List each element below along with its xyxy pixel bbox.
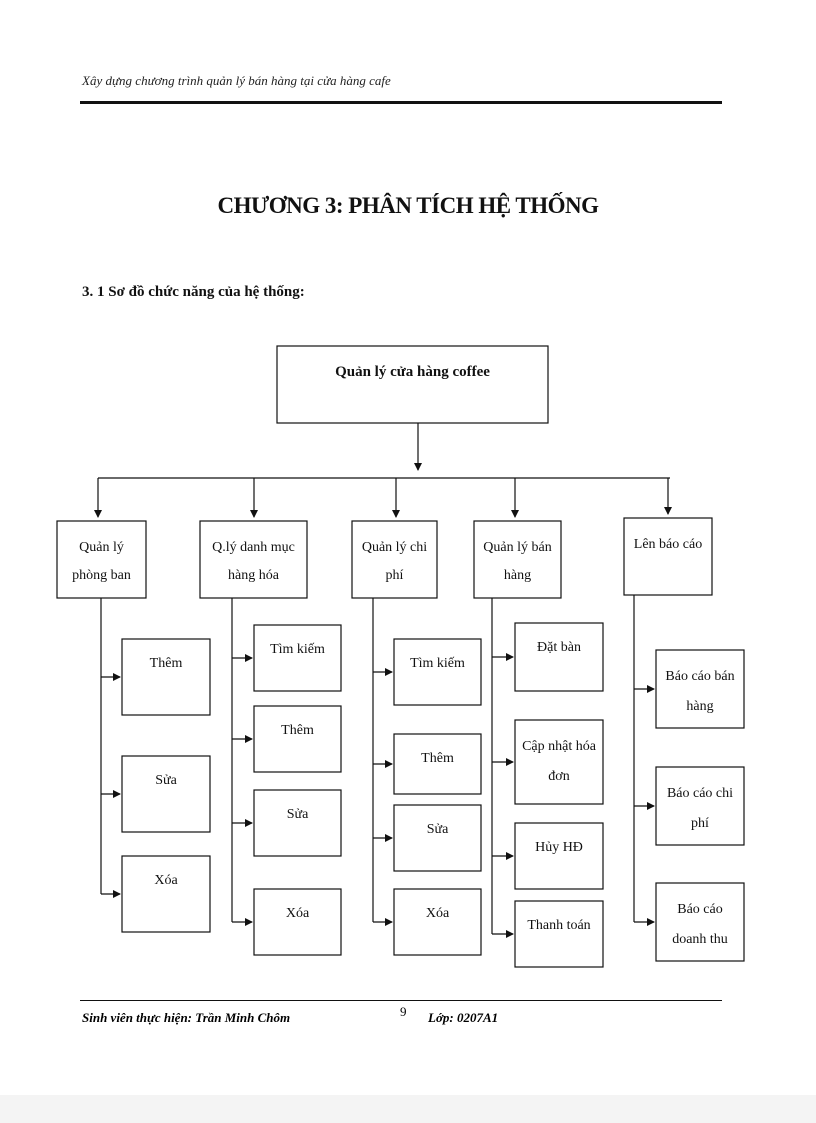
child-box: Tìm kiếm <box>393 638 482 706</box>
section-title: 3. 1 Sơ đồ chức năng của hệ thống: <box>82 284 305 300</box>
child-box-label: Sửa <box>155 773 177 788</box>
child-box-frame <box>253 624 342 692</box>
child-box: Xóa <box>253 888 342 956</box>
child-box-frame <box>514 622 604 692</box>
branch-box-4-label: Quản lý bán <box>483 540 551 555</box>
branch-box-5-label: Lên báo cáo <box>634 537 702 552</box>
child-box: Hủy HĐ <box>514 822 604 890</box>
child-box-frame <box>253 705 342 773</box>
child-box-frame <box>393 888 482 956</box>
child-box: Sửa <box>393 804 482 872</box>
child-box-label: Đặt bàn <box>537 640 581 655</box>
child-box-frame <box>253 789 342 857</box>
branch-box-1: Quản lý phòng ban <box>56 520 147 599</box>
root-box-label: Quản lý cửa hàng coffee <box>335 364 490 380</box>
header-rule <box>80 101 722 104</box>
footer-class: Lớp: 0207A1 <box>428 1010 499 1025</box>
child-box-frame <box>514 900 604 968</box>
child-box-label: Thêm <box>281 723 314 738</box>
branch-box-3-frame <box>351 520 438 599</box>
child-box: Đặt bàn <box>514 622 604 692</box>
child-box: Báo cáo bán hàng <box>655 649 745 729</box>
child-box-label: Tìm kiếm <box>270 642 325 657</box>
child-box-frame <box>655 882 745 962</box>
page-bottom-band <box>0 1095 816 1123</box>
child-box: Xóa <box>121 855 211 933</box>
root-box-frame <box>276 345 549 424</box>
child-box-label: Báo cáo bán <box>665 669 734 684</box>
child-box-label: Sửa <box>427 822 449 837</box>
child-box: Thêm <box>393 733 482 795</box>
branch-box-5-frame <box>623 517 713 596</box>
child-box: Tìm kiếm <box>253 624 342 692</box>
child-box-label: Sửa <box>287 807 309 822</box>
child-box-frame <box>121 638 211 716</box>
branch-box-4-label: hàng <box>504 568 531 583</box>
child-box: Thanh toán <box>514 900 604 968</box>
chapter-title: CHƯƠNG 3: PHÂN TÍCH HỆ THỐNG <box>217 193 599 218</box>
child-box: Báo cáo doanh thu <box>655 882 745 962</box>
child-box-label: Hủy HĐ <box>535 840 583 855</box>
branch-box-1-label: Quản lý <box>79 540 124 555</box>
child-box-label: phí <box>691 816 709 831</box>
child-box-label: Xóa <box>426 906 450 921</box>
branch-box-3-label: Quản lý chi <box>362 540 427 555</box>
child-box-label: Báo cáo chi <box>667 786 733 801</box>
child-box-frame <box>393 804 482 872</box>
child-box: Sửa <box>121 755 211 833</box>
branch-box-2: Q.lý danh mục hàng hóa <box>199 520 308 599</box>
child-box: Cập nhật hóa đơn <box>514 719 604 805</box>
root-box: Quản lý cửa hàng coffee <box>276 345 549 424</box>
child-box: Thêm <box>121 638 211 716</box>
child-box-frame <box>655 649 745 729</box>
child-box-label: Tìm kiếm <box>410 656 465 671</box>
child-box-label: Thêm <box>421 751 454 766</box>
child-box: Xóa <box>393 888 482 956</box>
branch-box-4-frame <box>473 520 562 599</box>
child-box-frame <box>514 719 604 805</box>
running-header: Xây dựng chương trình quản lý bán hàng t… <box>82 73 391 88</box>
child-box-frame <box>655 766 745 846</box>
branch-box-2-label: Q.lý danh mục <box>212 540 295 555</box>
branch-box-2-frame <box>199 520 308 599</box>
child-box-label: doanh thu <box>672 932 728 947</box>
child-box-label: đơn <box>548 769 569 784</box>
footer-rule <box>80 1000 722 1001</box>
child-box-label: Báo cáo <box>677 902 722 917</box>
branch-box-3: Quản lý chi phí <box>351 520 438 599</box>
child-box-frame <box>393 638 482 706</box>
child-box-frame <box>121 755 211 833</box>
child-box-frame <box>253 888 342 956</box>
branch-box-1-frame <box>56 520 147 599</box>
child-box-label: Thêm <box>150 656 183 671</box>
child-box-label: Xóa <box>154 873 178 888</box>
branch-box-4: Quản lý bán hàng <box>473 520 562 599</box>
footer-student: Sinh viên thực hiện: Trần Minh Chôm <box>82 1010 291 1025</box>
child-box-label: Cập nhật hóa <box>522 739 597 754</box>
branch-box-3-label: phí <box>386 568 404 583</box>
child-box-label: Thanh toán <box>527 918 590 933</box>
child-box: Thêm <box>253 705 342 773</box>
child-box: Sửa <box>253 789 342 857</box>
branch-box-5: Lên báo cáo <box>623 517 713 596</box>
child-box-frame <box>514 822 604 890</box>
child-box: Báo cáo chi phí <box>655 766 745 846</box>
child-box-frame <box>121 855 211 933</box>
page-number: 9 <box>400 1004 407 1019</box>
branch-box-1-label: phòng ban <box>72 568 131 583</box>
child-box-frame <box>393 733 482 795</box>
child-box-label: Xóa <box>286 906 310 921</box>
child-box-label: hàng <box>686 699 713 714</box>
branch-box-2-label: hàng hóa <box>228 568 280 583</box>
